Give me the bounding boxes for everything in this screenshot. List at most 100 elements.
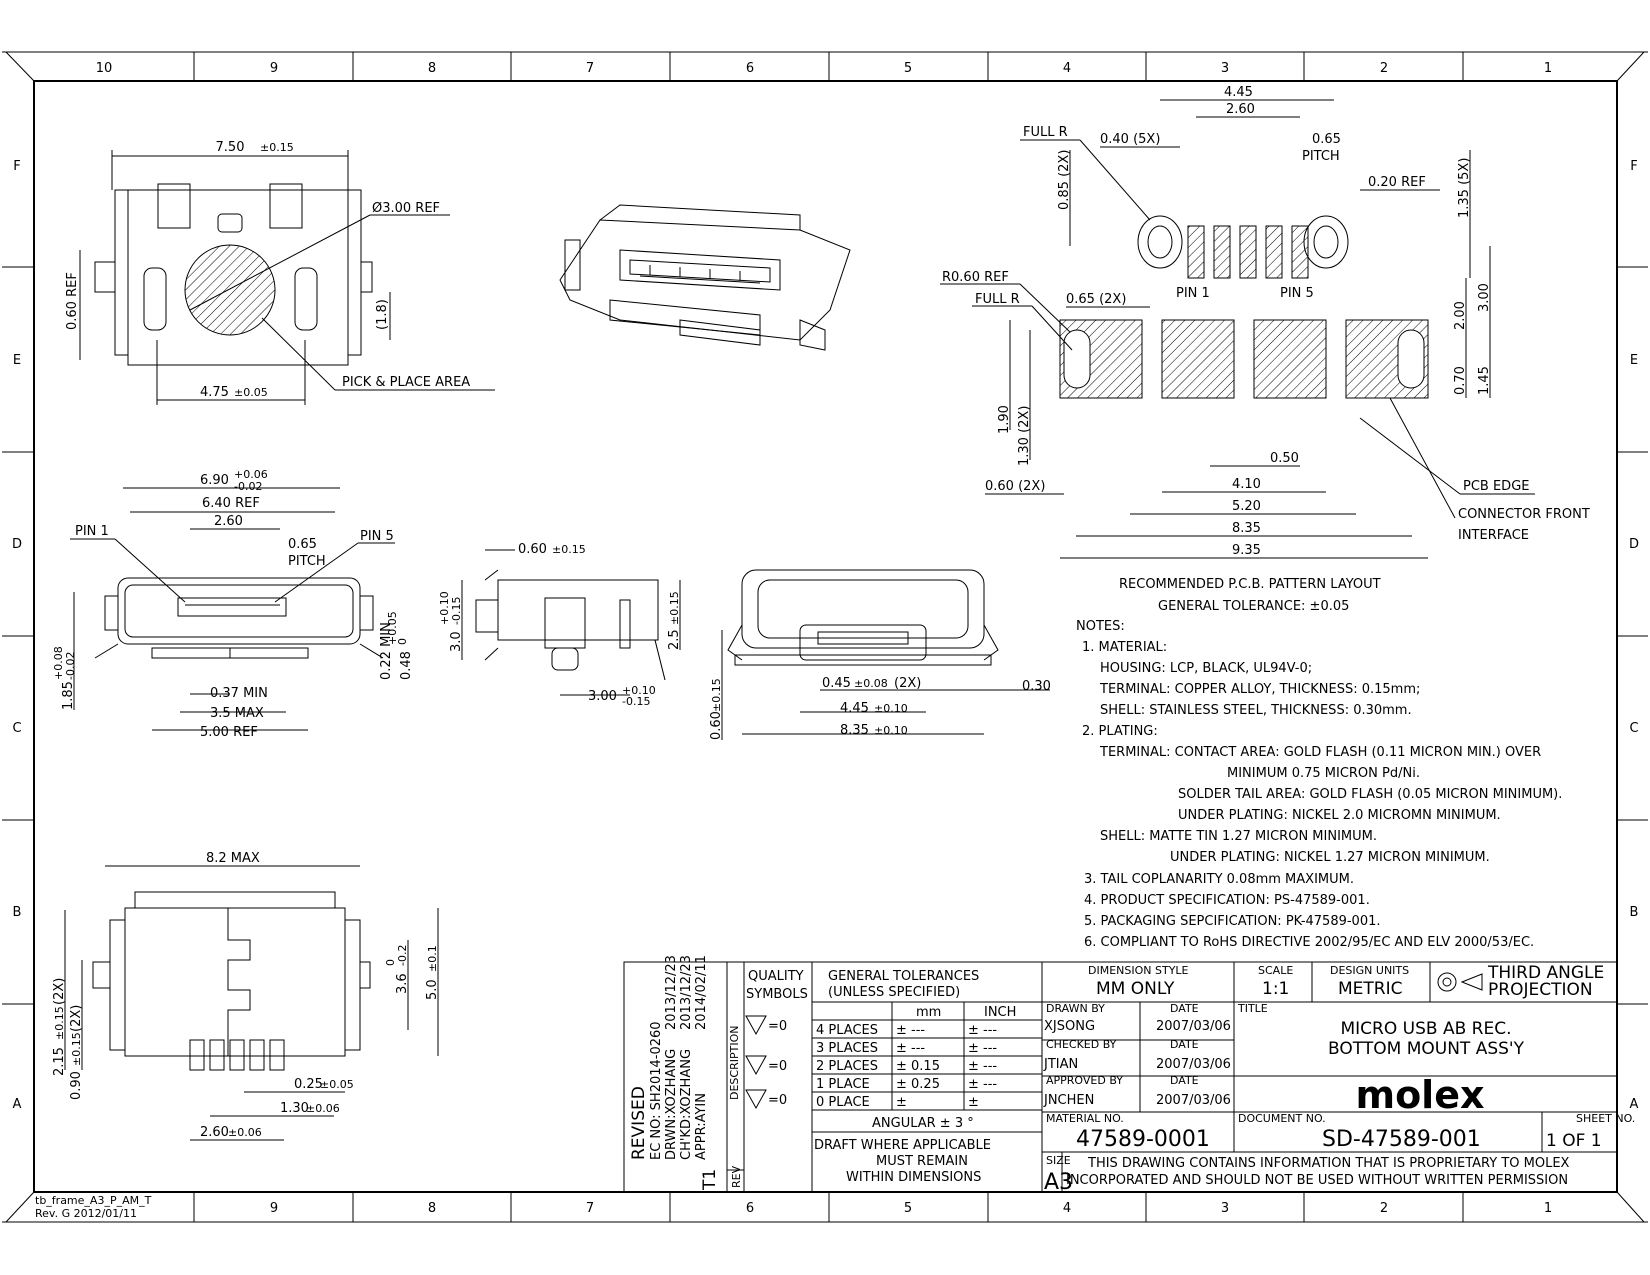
quality-triangle-icon bbox=[745, 1055, 767, 1076]
dim-tol: ±0.05 bbox=[234, 386, 268, 399]
side-view: 0.60 ±0.15 3.0 +0.10 -0.15 2.5 ±0.15 3.0… bbox=[438, 542, 682, 708]
dim-tol: 0 bbox=[396, 638, 409, 645]
dim-tol: ±0.10 bbox=[874, 702, 908, 715]
dim-pcb-040: 0.40 (5X) bbox=[1100, 132, 1160, 147]
draft-line: WITHIN DIMENSIONS bbox=[846, 1170, 981, 1185]
row-label: C bbox=[1629, 721, 1638, 736]
quality-triangle-icon bbox=[745, 1015, 767, 1036]
row-label: B bbox=[13, 905, 22, 920]
dim-d835: 8.35 bbox=[840, 723, 869, 738]
drawn-by-label: DRAWN BY bbox=[1046, 1002, 1105, 1015]
row-label: A bbox=[13, 1097, 22, 1112]
frame-rev: Rev. G 2012/01/11 bbox=[35, 1207, 137, 1220]
row-label: C bbox=[12, 721, 21, 736]
dim-w3: 2.60 bbox=[214, 514, 243, 529]
dim-d130: 1.30 bbox=[280, 1101, 309, 1116]
tol-row-label: 0 PLACE bbox=[816, 1095, 870, 1110]
note-line: HOUSING: LCP, BLACK, UL94V-0; bbox=[1100, 661, 1312, 676]
material-label: MATERIAL NO. bbox=[1046, 1112, 1124, 1125]
projection-cone-icon bbox=[1460, 973, 1483, 991]
col-label: 6 bbox=[746, 61, 754, 76]
dim-d025: 0.25 bbox=[294, 1077, 323, 1092]
revision-block: REVISED EC NO: SH2014-0260 DRWN:XOZHANG … bbox=[629, 955, 743, 1191]
row-label: D bbox=[1629, 537, 1639, 552]
date-label: DATE bbox=[1170, 1074, 1199, 1087]
dim-tol: ±0.06 bbox=[306, 1102, 340, 1115]
rear-view: 0.45 ±0.08 (2X) 0.30 4.45 ±0.10 8.35 ±0.… bbox=[709, 569, 1051, 740]
dim-v300: 3.00 bbox=[1477, 283, 1492, 312]
dim-d260: 2.60 bbox=[200, 1125, 229, 1140]
dim-pcb-ref020: 0.20 REF bbox=[1368, 175, 1426, 190]
dim-tol: -0.15 bbox=[622, 695, 650, 708]
title-label: TITLE bbox=[1237, 1002, 1268, 1015]
note-line: 4. PRODUCT SPECIFICATION: PS-47589-001. bbox=[1084, 893, 1370, 908]
title-line: BOTTOM MOUNT ASS'Y bbox=[1328, 1039, 1525, 1059]
tol-row-mm: ± --- bbox=[896, 1041, 925, 1056]
note-line: SOLDER TAIL AREA: GOLD FLASH (0.05 MICRO… bbox=[1178, 787, 1562, 802]
row-label: D bbox=[12, 537, 22, 552]
col-label: 4 bbox=[1063, 1201, 1071, 1216]
tol-row-inch: ± --- bbox=[968, 1059, 997, 1074]
row-label: E bbox=[1630, 353, 1638, 368]
note-line: 1. MATERIAL: bbox=[1082, 640, 1167, 655]
tol-row-inch: ± --- bbox=[968, 1023, 997, 1038]
note-line: TERMINAL: CONTACT AREA: GOLD FLASH (0.11… bbox=[1099, 745, 1541, 760]
rev-label: REV bbox=[730, 1165, 743, 1188]
approved-by-label: APPROVED BY bbox=[1046, 1074, 1123, 1087]
dim-tol: ±0.1 bbox=[426, 945, 439, 972]
dim-w82: 8.2 MAX bbox=[206, 851, 260, 866]
proprietary-line: INCORPORATED AND SHOULD NOT BE USED WITH… bbox=[1066, 1173, 1568, 1188]
pcb-pattern: 4.45 2.60 FULL R 0.40 (5X) 0.65 PITCH 0.… bbox=[940, 85, 1590, 614]
note-line: UNDER PLATING: NICKEL 2.0 MICROMN MINIMU… bbox=[1178, 808, 1501, 823]
rev-date: 2013/12/23 bbox=[679, 955, 694, 1030]
pin1-label: PIN 1 bbox=[1176, 286, 1210, 301]
sheet-label: SHEET NO. bbox=[1576, 1112, 1635, 1125]
tol-row-inch: ± --- bbox=[968, 1077, 997, 1092]
dim-v215: 2.15 bbox=[52, 1047, 67, 1076]
pick-place-label: PICK & PLACE AREA bbox=[342, 375, 470, 390]
column-labels: 10 9 8 7 6 5 4 3 2 1 9 8 7 6 5 4 3 2 1 t… bbox=[35, 61, 1552, 1220]
dim-tol: ±0.15 bbox=[260, 141, 294, 154]
pin5-label: PIN 5 bbox=[360, 529, 394, 544]
quality-symbol: =0 bbox=[768, 1059, 787, 1074]
dim-tol: +0.10 bbox=[438, 591, 451, 625]
dim-tol: ±0.15 bbox=[710, 678, 723, 712]
note-line: 5. PACKAGING SEPCIFICATION: PK-47589-001… bbox=[1084, 914, 1381, 929]
dim-pcb-410: 4.10 bbox=[1232, 477, 1261, 492]
dim-tol: -0.2 bbox=[396, 945, 409, 966]
revised-label: REVISED bbox=[629, 1086, 649, 1160]
front-view: 6.90 +0.06 -0.02 6.40 REF 2.60 PIN 1 PIN… bbox=[52, 468, 414, 740]
dim-tol: +0.05 bbox=[386, 611, 399, 645]
size-label: SIZE bbox=[1046, 1154, 1071, 1167]
rev-date: 2014/02/11 bbox=[694, 955, 709, 1030]
full-r-label: FULL R bbox=[1023, 125, 1068, 140]
projection-circle-icon bbox=[1437, 972, 1457, 992]
dim-v022: 0.22 MIN bbox=[379, 622, 394, 680]
dim-tol: ±0.05 bbox=[320, 1078, 354, 1091]
col-label: 10 bbox=[96, 61, 113, 76]
tol-row-mm: ± 0.25 bbox=[896, 1077, 940, 1092]
dim-v070: 0.70 bbox=[1453, 366, 1468, 395]
ec-no: EC NO: SH2014-0260 bbox=[649, 1021, 664, 1160]
quality-label: SYMBOLS bbox=[746, 987, 808, 1002]
tol-row-label: 4 PLACES bbox=[816, 1023, 878, 1038]
dim-h50: 5.0 bbox=[425, 979, 440, 1000]
col-label: 9 bbox=[270, 1201, 278, 1216]
dim-tol: ±0.15 bbox=[552, 543, 586, 556]
units-label: DESIGN UNITS bbox=[1330, 964, 1409, 977]
date-label: DATE bbox=[1170, 1002, 1199, 1015]
dim-d445: 4.45 bbox=[840, 701, 869, 716]
note-line: 6. COMPLIANT TO RoHS DIRECTIVE 2002/95/E… bbox=[1084, 935, 1534, 950]
pitch-label: PITCH bbox=[1302, 149, 1340, 164]
dim-v200: 2.00 bbox=[1453, 301, 1468, 330]
row-label: B bbox=[1630, 905, 1639, 920]
angular: ANGULAR ± 3 ° bbox=[872, 1116, 974, 1131]
dim-tol: +0.06 bbox=[234, 468, 268, 481]
tol-row-mm: ± --- bbox=[896, 1023, 925, 1038]
col-label: 2 bbox=[1380, 61, 1388, 76]
dim-v135: 1.35 (5X) bbox=[1457, 158, 1472, 218]
row-labels: F E D C B A F E D C B A bbox=[12, 159, 1639, 1112]
col-label: 8 bbox=[428, 61, 436, 76]
col-label: 5 bbox=[904, 61, 912, 76]
